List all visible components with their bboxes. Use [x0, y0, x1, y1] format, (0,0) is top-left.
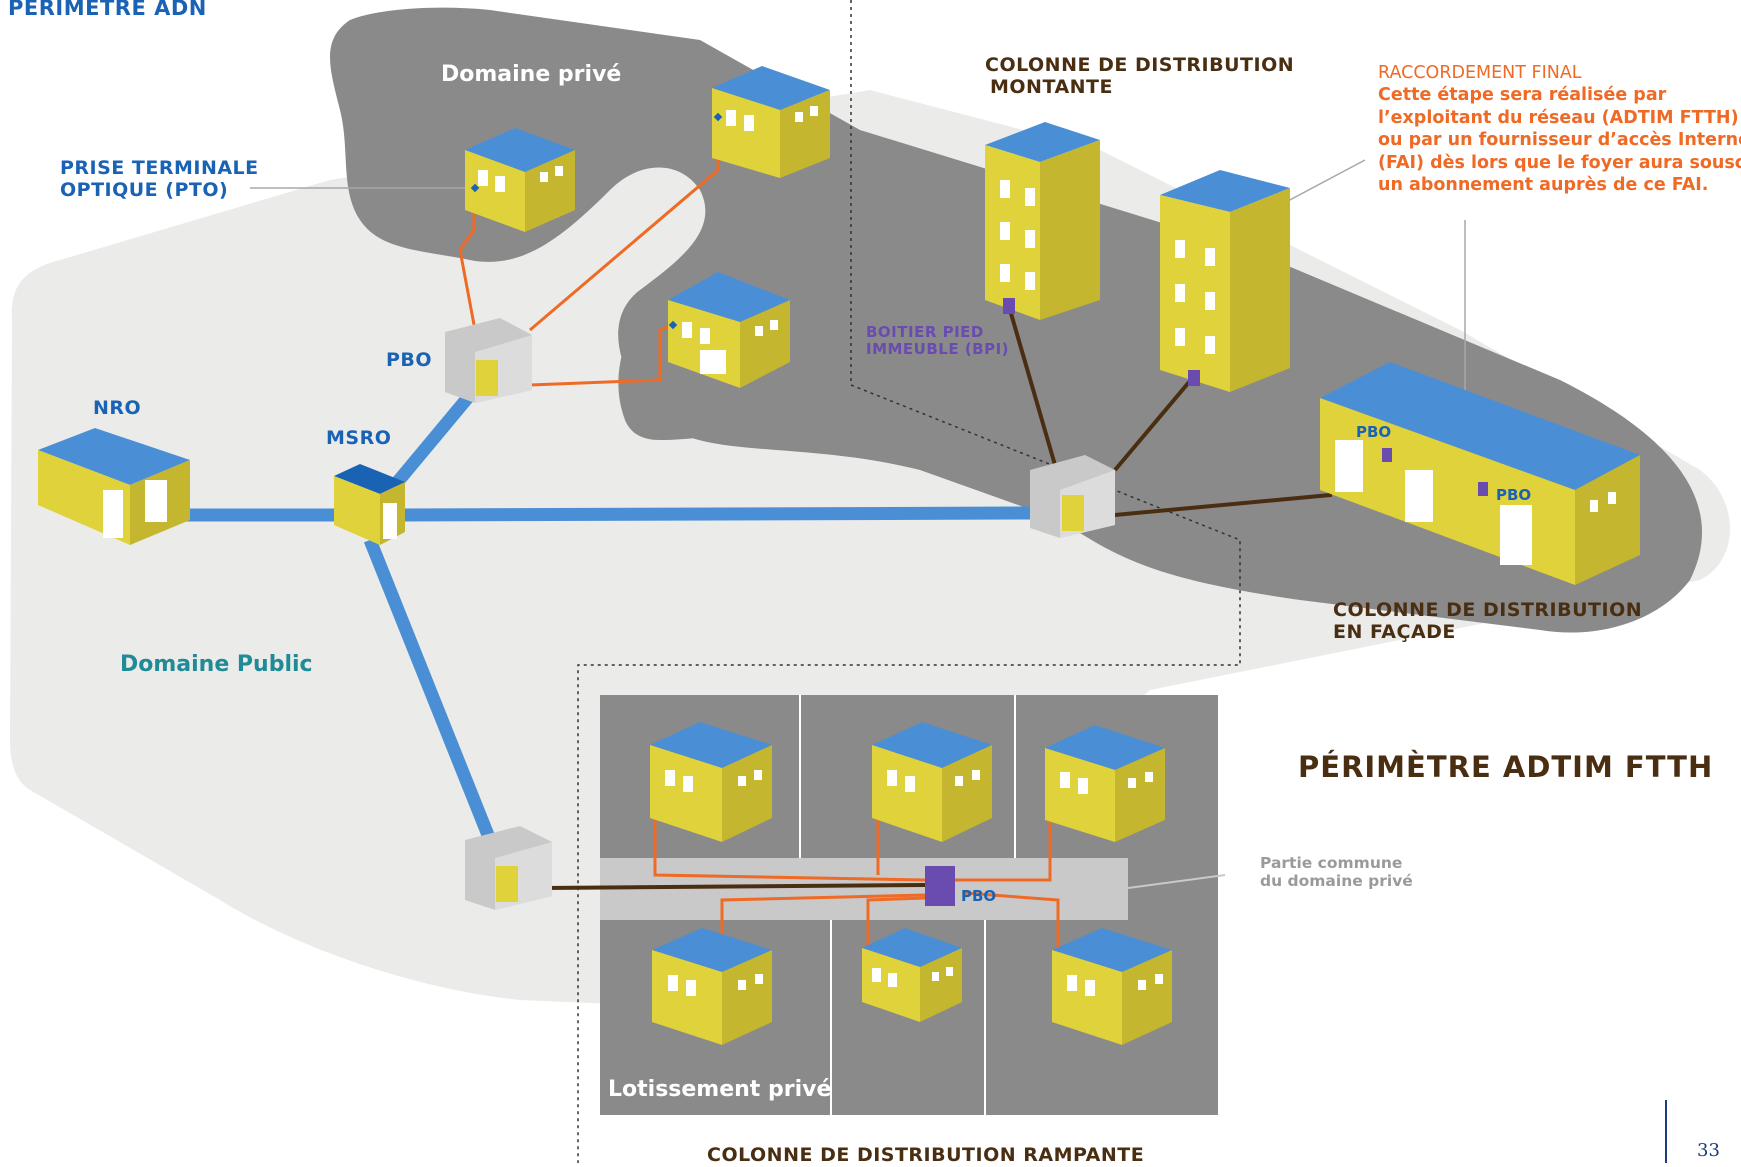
msro-label: MSRO [326, 427, 392, 449]
partie-commune-line2: du domaine privé [1260, 871, 1413, 890]
raccordement-line-1: Cette étape sera réalisée par [1378, 85, 1667, 106]
colonne-facade-line1: COLONNE DE DISTRIBUTION [1333, 599, 1643, 621]
domaine-prive-label: Domaine privé [441, 62, 622, 87]
lotissement-prive-label: Lotissement privé [608, 1077, 832, 1102]
pto-label: PRISE TERMINALE OPTIQUE (PTO) [60, 157, 259, 202]
perimetre-adtim-label: PÉRIMÈTRE ADTIM FTTH [1298, 750, 1714, 784]
partie-commune-line1: Partie commune [1260, 854, 1403, 872]
lot-house-1 [650, 722, 772, 842]
pbo-facade-label-1: PBO [1356, 423, 1392, 441]
pbo-lotissement-box [925, 866, 955, 906]
pto-label-line2: OPTIQUE (PTO) [60, 178, 229, 201]
nro-building [38, 428, 190, 545]
facade-building [1320, 362, 1640, 585]
fiber-trunk-lines [180, 390, 1031, 843]
colonne-montante-label: COLONNE DE DISTRIBUTION MONTANTE [985, 54, 1295, 99]
nro-label: NRO [93, 397, 142, 419]
pto-label-line1: PRISE TERMINALE [60, 157, 259, 179]
msro-box [334, 464, 405, 545]
tower-right [1160, 170, 1290, 392]
colonne-rampante-label: COLONNE DE DISTRIBUTION RAMPANTE [707, 1144, 1145, 1166]
house-top-right [712, 66, 830, 178]
perimetre-adn-label: PÉRIMÈTRE ADN [8, 0, 207, 20]
raccordement-line-3: ou par un fournisseur d’accès Internet [1378, 130, 1741, 151]
raccordement-final-block: RACCORDEMENT FINAL Cette étape sera réal… [1378, 62, 1741, 196]
page-number-divider [1665, 1100, 1667, 1163]
tower-left [985, 122, 1100, 320]
lot-house-5 [862, 928, 962, 1022]
house-pto [465, 128, 575, 232]
colonne-montante-line2: MONTANTE [990, 75, 1113, 98]
lot-house-4 [652, 928, 772, 1045]
raccordement-line-2: l’exploitant du réseau (ADTIM FTTH) [1378, 107, 1739, 128]
colonne-facade-line2: EN FAÇADE [1333, 620, 1456, 643]
perimeter-dashed-line [577, 0, 1241, 1163]
colonne-facade-label: COLONNE DE DISTRIBUTION EN FAÇADE [1333, 599, 1643, 644]
colonne-montante-line1: COLONNE DE DISTRIBUTION [985, 54, 1295, 76]
lot-house-3 [1045, 725, 1165, 842]
lot-house-6 [1052, 928, 1172, 1045]
raccordement-title: RACCORDEMENT FINAL [1378, 63, 1582, 83]
pbo-lotissement-label: PBO [961, 887, 997, 905]
bpi-label-line2: IMMEUBLE (BPI) [866, 340, 1010, 359]
bpi-label-line1: BOITIER PIED [866, 323, 984, 341]
pbo-box-right [1030, 455, 1115, 538]
pbo-facade-label-2: PBO [1496, 486, 1532, 504]
page-number: 33 [1697, 1140, 1720, 1161]
partie-commune-label: Partie commune du domaine privé [1260, 854, 1413, 891]
house-middle [668, 272, 790, 388]
pbo-top-label: PBO [386, 349, 433, 371]
domaine-public-label: Domaine Public [120, 652, 313, 677]
raccordement-line-5: un abonnement auprès de ce FAI. [1378, 174, 1709, 195]
pbo-box-bottom [465, 826, 552, 910]
bpi-label: BOITIER PIED IMMEUBLE (BPI) [866, 323, 1010, 359]
lot-house-2 [872, 722, 992, 842]
pbo-box-top [445, 318, 532, 403]
raccordement-line-4: (FAI) dès lors que le foyer aura souscri… [1378, 152, 1741, 173]
